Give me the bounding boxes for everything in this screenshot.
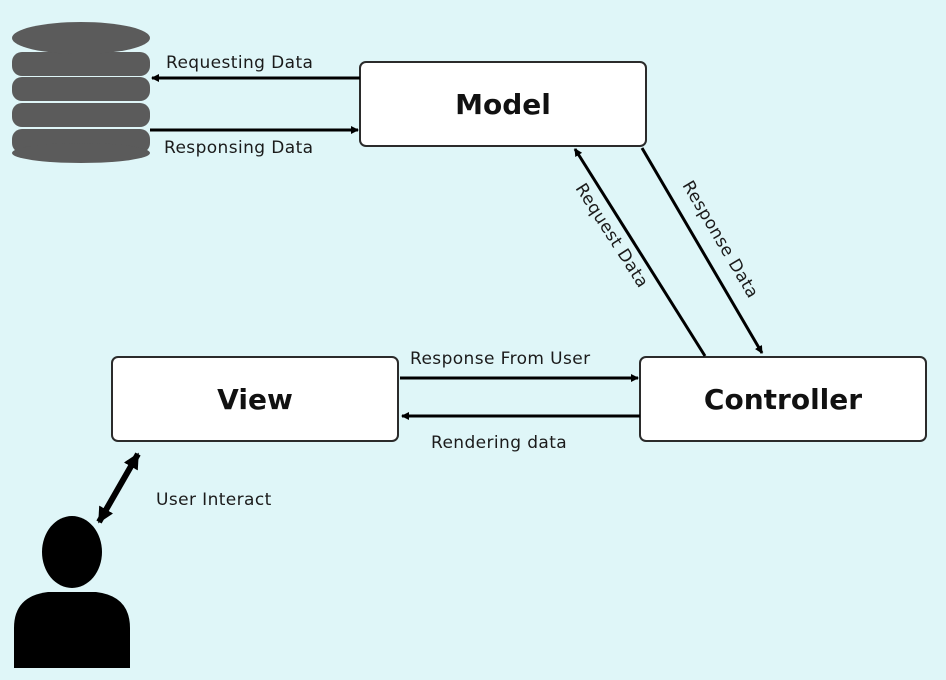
model-node: Model [359,61,647,147]
response-from-user-label: Response From User [410,349,591,369]
database-icon [12,22,150,163]
controller-node: Controller [639,356,927,442]
user-interact-label: User Interact [156,490,272,510]
user-interact-arrow [96,452,141,524]
request-data-arrow [573,148,707,357]
requesting-data-label: Requesting Data [166,53,313,73]
responsing-data-label: Responsing Data [164,138,313,158]
view-label: View [217,383,293,416]
model-label: Model [455,88,551,121]
controller-label: Controller [704,383,862,416]
response-data-arrow [640,147,764,354]
request-data-label: Request Data [571,180,652,292]
view-node: View [111,356,399,442]
rendering-data-label: Rendering data [431,433,567,453]
user-icon [14,516,130,668]
